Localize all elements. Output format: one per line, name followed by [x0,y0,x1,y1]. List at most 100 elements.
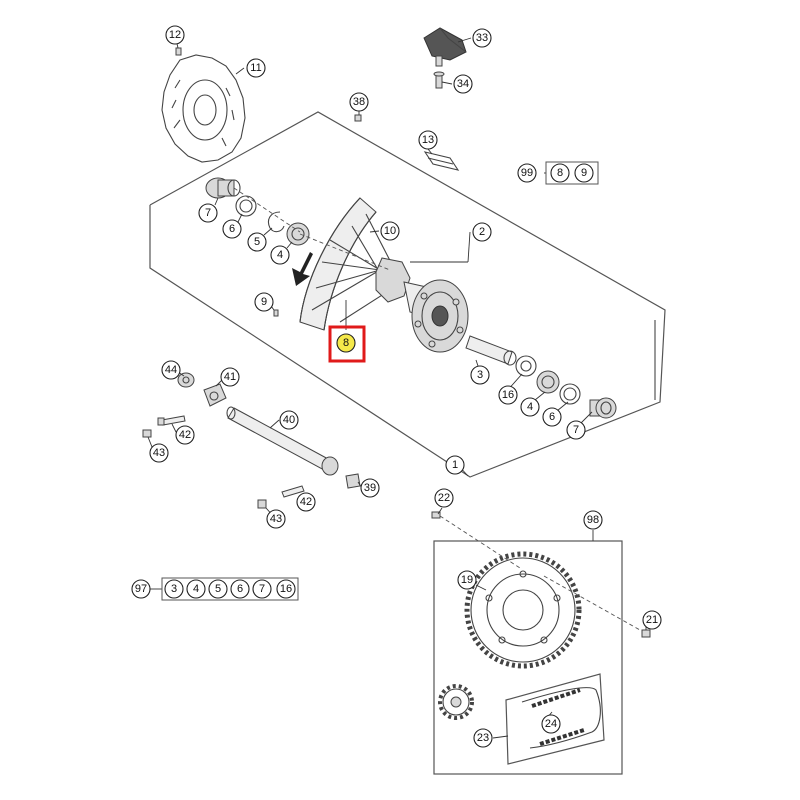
svg-text:13: 13 [422,134,434,146]
axle [226,406,339,476]
svg-text:42: 42 [179,429,191,441]
svg-text:6: 6 [229,223,235,235]
callout-38[interactable]: 38 [349,92,369,112]
sprocket-frame [433,540,623,775]
hub [375,257,469,353]
kit-97-item-4[interactable]: 4 [186,579,206,599]
callout-98[interactable]: 98 [583,510,603,530]
svg-text:8: 8 [557,167,563,179]
svg-text:7: 7 [259,583,265,595]
callout-4-left[interactable]: 4 [270,245,290,265]
assembly-frame [149,111,666,478]
callout-2[interactable]: 2 [472,222,492,242]
svg-text:6: 6 [237,583,243,595]
svg-text:4: 4 [277,249,283,261]
kit-99-item-8[interactable]: 8 [550,163,570,183]
svg-text:9: 9 [581,167,587,179]
callout-40[interactable]: 40 [279,410,299,430]
assembly-lines [233,187,641,631]
left-seal [235,195,257,217]
callout-13[interactable]: 13 [418,130,438,150]
callout-8-highlighted[interactable]: 8 [336,333,356,353]
callout-9[interactable]: 9 [254,292,274,312]
brake-disc [161,54,246,163]
chain-guide-screw [433,71,445,89]
callout-39[interactable]: 39 [360,478,380,498]
svg-text:42: 42 [300,496,312,508]
callout-22[interactable]: 22 [434,488,454,508]
svg-text:4: 4 [527,401,533,413]
adjuster-nut-left [177,372,195,388]
callout-97[interactable]: 97 [131,579,151,599]
chain-adjuster-left [203,383,227,407]
callout-4-right[interactable]: 4 [520,397,540,417]
callout-23[interactable]: 23 [473,728,493,748]
svg-text:16: 16 [502,389,514,401]
callout-42-upper[interactable]: 42 [175,425,195,445]
kit-97-item-6[interactable]: 6 [230,579,250,599]
callout-42-lower[interactable]: 42 [296,492,316,512]
kit-97-item-7[interactable]: 7 [252,579,272,599]
callout-6-left[interactable]: 6 [222,219,242,239]
callout-3-right[interactable]: 3 [470,365,490,385]
spoke-nipple [273,309,279,317]
svg-text:97: 97 [135,583,147,595]
drive-chain [521,687,601,749]
svg-text:19: 19 [461,574,473,586]
front-sprocket [438,684,474,720]
callout-11[interactable]: 11 [246,58,266,78]
kit-97-item-16[interactable]: 16 [276,579,296,599]
svg-text:11: 11 [250,62,261,74]
svg-text:99: 99 [521,167,533,179]
left-circlip [267,211,285,233]
svg-text:9: 9 [261,296,267,308]
callout-24[interactable]: 24 [541,714,561,734]
svg-text:1: 1 [452,459,458,471]
callout-33[interactable]: 33 [472,28,492,48]
callout-7-left[interactable]: 7 [198,203,218,223]
chain-frame [505,673,605,765]
chain-guide [423,27,467,67]
svg-text:34: 34 [457,78,469,90]
callout-5[interactable]: 5 [247,232,267,252]
callout-7-right[interactable]: 7 [566,420,586,440]
callout-6-right[interactable]: 6 [542,407,562,427]
callout-34[interactable]: 34 [453,74,473,94]
svg-text:5: 5 [215,583,221,595]
svg-text:23: 23 [477,732,489,744]
svg-text:38: 38 [353,96,365,108]
disc-bolt [175,47,182,56]
svg-text:39: 39 [364,482,376,494]
callout-19[interactable]: 19 [457,570,477,590]
svg-text:3: 3 [477,369,483,381]
kit-99-item-9[interactable]: 9 [574,163,594,183]
callout-10[interactable]: 10 [380,221,400,241]
left-spacer [205,177,241,199]
callout-99[interactable]: 99 [517,163,537,183]
svg-text:43: 43 [153,447,165,459]
svg-text:8: 8 [343,337,349,349]
adjuster-bolt-lower [281,485,305,498]
svg-text:12: 12 [169,29,181,41]
right-seal [559,383,581,405]
kit-97-item-3[interactable]: 3 [164,579,184,599]
callout-12[interactable]: 12 [165,25,185,45]
callout-43-lower[interactable]: 43 [266,509,286,529]
hub-sleeve [465,335,517,366]
svg-text:44: 44 [165,364,177,376]
callout-44[interactable]: 44 [161,360,181,380]
svg-text:2: 2 [479,226,485,238]
svg-text:24: 24 [545,718,557,730]
callout-43-upper[interactable]: 43 [149,443,169,463]
right-seal-ring [515,355,537,377]
callout-21[interactable]: 21 [642,610,662,630]
svg-text:3: 3 [171,583,177,595]
svg-text:22: 22 [438,492,450,504]
valve-nut [354,114,362,122]
callout-16[interactable]: 16 [498,385,518,405]
svg-text:40: 40 [283,414,295,426]
callout-41[interactable]: 41 [220,367,240,387]
callout-1[interactable]: 1 [445,455,465,475]
svg-text:41: 41 [224,371,236,383]
kit-97-item-5[interactable]: 5 [208,579,228,599]
